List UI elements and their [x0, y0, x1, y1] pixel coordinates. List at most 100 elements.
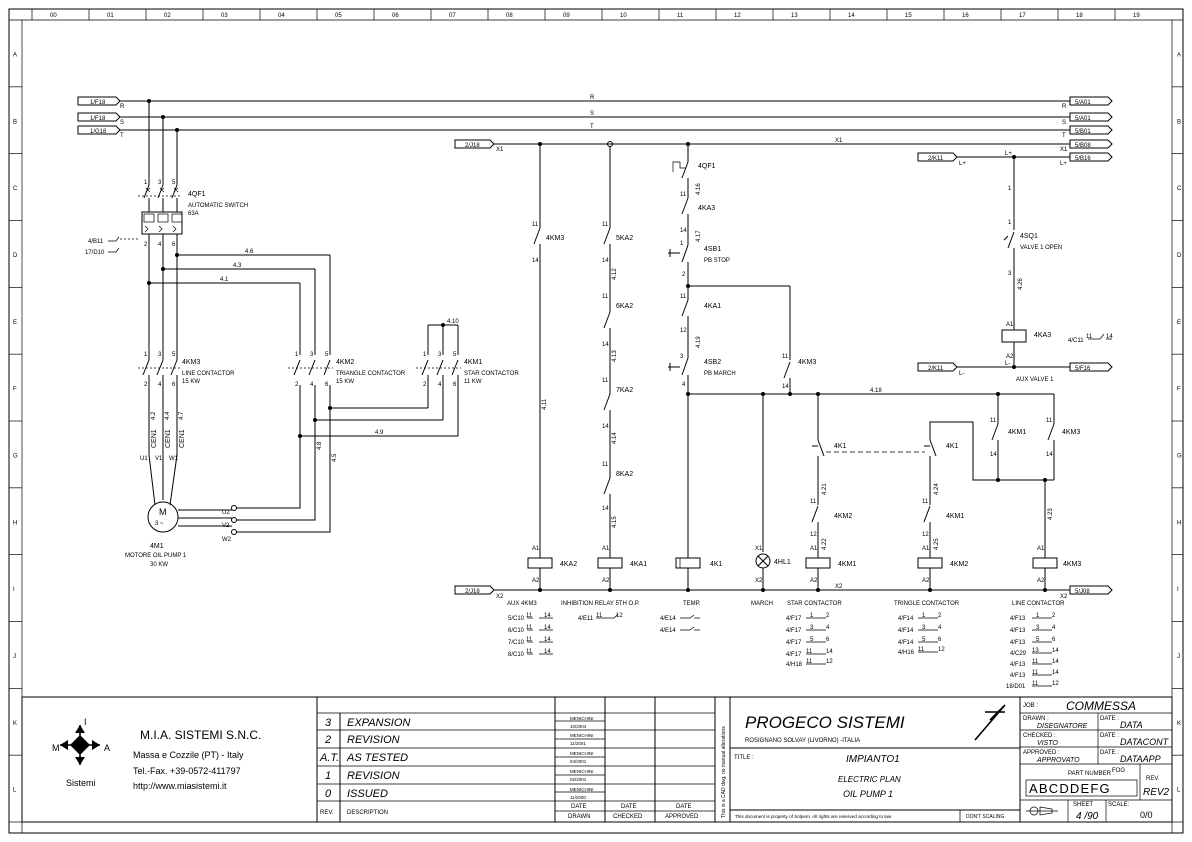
- terminal-u2: U2: [222, 510, 230, 516]
- revision-number: 2: [324, 734, 331, 746]
- breaker-aux-ref-1: 4/B11: [88, 239, 104, 245]
- scale-value: 0/0: [1140, 810, 1153, 820]
- svg-text:6: 6: [172, 382, 176, 388]
- svg-text:6: 6: [826, 637, 830, 643]
- row-label: F: [13, 387, 17, 393]
- caption-temp: TEMP.: [683, 601, 701, 607]
- svg-text:14: 14: [602, 342, 609, 348]
- caption-aux-4km3: AUX 4KM3: [507, 601, 537, 607]
- wire-4-7: 4.7: [179, 411, 185, 420]
- caption-line-contactor: LINE CONTACTOR: [1012, 601, 1065, 607]
- svg-text:1: 1: [423, 352, 427, 358]
- contactor-4km3-desc: LINE CONTACTOR: [182, 371, 235, 377]
- svg-text:3: 3: [158, 352, 162, 358]
- revision-author: MENICHINI: [570, 769, 594, 774]
- column-label: 02: [164, 13, 171, 19]
- caption-march: MARCH: [751, 601, 773, 607]
- checked-label: CHECKED :: [1023, 733, 1056, 739]
- svg-text:11: 11: [806, 649, 813, 655]
- revision-number: 3: [325, 717, 332, 729]
- contact-7ka2: 7KA2: [616, 387, 633, 394]
- svg-text:2: 2: [938, 613, 942, 619]
- contact-4qf1-aux: 4QF1: [698, 163, 716, 170]
- phase-t-left-ref: 1/G18: [90, 129, 107, 135]
- row-label: F: [1177, 387, 1181, 393]
- rev-header: REV.: [320, 810, 334, 816]
- svg-text:14: 14: [1106, 334, 1113, 340]
- row-label: J: [13, 654, 16, 660]
- svg-text:4: 4: [826, 625, 830, 631]
- wire-4-22: 4.22: [822, 538, 828, 550]
- limit-switch-4sq1-desc: VALVE 1 OPEN: [1020, 245, 1062, 251]
- bus-x1-mid-label: X1: [835, 138, 843, 144]
- logo-letter-a: A: [104, 743, 110, 753]
- svg-text:4: 4: [158, 382, 162, 388]
- svg-text:4: 4: [938, 625, 942, 631]
- svg-text:12: 12: [922, 532, 929, 538]
- row-label: H: [1177, 520, 1181, 526]
- contact-4km1-interlock: 4KM1: [946, 513, 964, 520]
- wire-4-25: 4.25: [934, 538, 940, 550]
- overload-cen1-u: CEN1: [151, 429, 158, 448]
- svg-text:14: 14: [544, 613, 551, 619]
- bus-lplus-mid-label: L+: [1005, 151, 1012, 157]
- rev-value: REV2: [1143, 787, 1170, 798]
- row-label: E: [13, 320, 17, 326]
- svg-text:6/C10: 6/C10: [508, 628, 525, 634]
- breaker-4qf1-desc: AUTOMATIC SWITCH: [188, 203, 248, 209]
- bus-x1-right-label: X1: [1060, 147, 1068, 153]
- svg-text:14: 14: [532, 258, 539, 264]
- company-website: http://www.miasistemi.it: [133, 781, 227, 791]
- svg-text:11: 11: [1032, 681, 1039, 687]
- row-label: B: [1177, 119, 1181, 125]
- date-value-1: DATA: [1120, 720, 1143, 730]
- column-label: 19: [1133, 13, 1140, 19]
- wire-4-16: 4.16: [696, 183, 702, 195]
- svg-text:4/E11: 4/E11: [578, 616, 594, 622]
- contact-6ka2: 6KA2: [616, 303, 633, 310]
- revision-table: [316, 697, 716, 822]
- svg-text:11: 11: [806, 659, 813, 665]
- svg-text:12: 12: [826, 659, 833, 665]
- svg-text:11: 11: [918, 647, 925, 653]
- revision-number: 1: [325, 770, 331, 782]
- revision-author: MENICHINI: [570, 751, 594, 756]
- terminal-v2: V2: [222, 523, 230, 529]
- projection-symbol-icon: [1026, 806, 1058, 816]
- contactor-4km1-name: 4KM1: [464, 359, 482, 366]
- svg-text:11: 11: [526, 637, 533, 643]
- svg-text:A1: A1: [922, 546, 930, 552]
- coil-4k1: 4K1: [710, 561, 723, 568]
- svg-text:2: 2: [1052, 613, 1056, 619]
- contact-4km3-line: 4KM3: [1062, 429, 1080, 436]
- revision-number: A.T.: [319, 752, 339, 764]
- rev-label: REV.: [1146, 776, 1160, 782]
- xref-temp: 4/E14 4/E14: [660, 614, 700, 634]
- phase-r-label: R: [120, 104, 125, 110]
- svg-text:4/F13: 4/F13: [1010, 628, 1026, 634]
- svg-text:5: 5: [1036, 637, 1040, 643]
- svg-text:7/C10: 7/C10: [508, 640, 525, 646]
- contact-4km2-interlock: 4KM2: [834, 513, 852, 520]
- svg-text:4: 4: [438, 382, 442, 388]
- svg-text:11: 11: [680, 192, 687, 198]
- row-label: J: [1177, 654, 1180, 660]
- svg-text:2: 2: [682, 272, 686, 278]
- svg-text:1: 1: [1008, 186, 1012, 192]
- wire-4-5: 4.5: [332, 453, 338, 462]
- date-label-2: DATE :: [1100, 733, 1119, 739]
- contactor-4km2-power: 15 KW: [336, 379, 354, 385]
- svg-text:11: 11: [1032, 659, 1039, 665]
- company-phone: Tel.-Fax. +39-0572-411797: [133, 766, 241, 776]
- wire-4-4: 4.4: [165, 411, 171, 420]
- wire-4-15: 4.15: [612, 516, 618, 528]
- title-block: M I A Sistemi M.I.A. SISTEMI S.N.C. Mass…: [21, 696, 1173, 823]
- column-label: 03: [221, 13, 228, 19]
- date-label-3: DATE :: [1100, 750, 1119, 756]
- row-label: L: [1177, 788, 1181, 794]
- svg-text:11: 11: [1032, 670, 1039, 676]
